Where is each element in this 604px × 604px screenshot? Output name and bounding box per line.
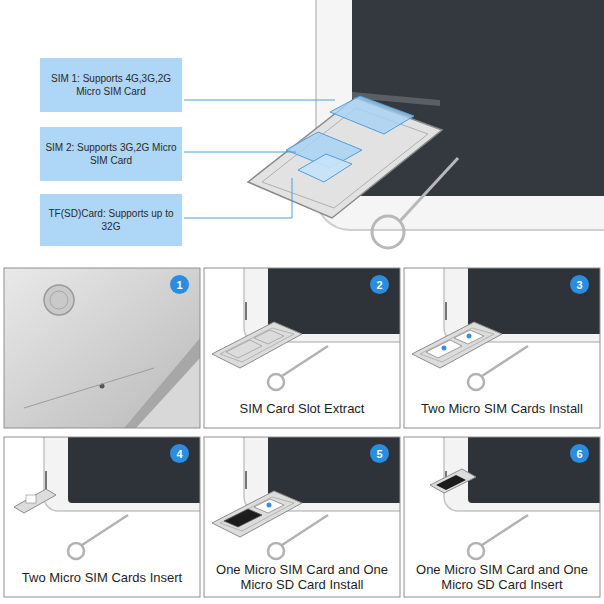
step-caption: Two Micro SIM Cards Install: [408, 392, 596, 426]
step-number: 6: [576, 448, 582, 460]
step-number: 5: [376, 448, 382, 460]
callout-box: SIM 2: Supports 3G,2G Micro SIM Card: [40, 127, 182, 181]
callout-box: SIM 1: Supports 4G,3G,2G Micro SIM Card: [40, 58, 182, 112]
step-number: 2: [376, 279, 382, 291]
step-number: 1: [176, 279, 182, 291]
step-caption: One Micro SIM Card and One Micro SD Card…: [408, 561, 596, 595]
step-number-circle: 2: [370, 275, 389, 294]
step-number-circle: 6: [570, 444, 589, 463]
callout-text: SIM 2: Supports 3G,2G Micro SIM Card: [45, 141, 177, 167]
step-number-circle: 5: [370, 444, 389, 463]
step-caption: SIM Card Slot Extract: [208, 392, 396, 426]
step-number-circle: 1: [170, 275, 189, 294]
step-number-circle: 3: [570, 275, 589, 294]
step-number: 3: [576, 279, 582, 291]
step-number-circle: 4: [170, 444, 189, 463]
step-caption: Two Micro SIM Cards Insert: [8, 561, 196, 595]
callout-box: TF(SD)Card: Supports up to 32G: [40, 194, 182, 246]
step-caption: One Micro SIM Card and One Micro SD Card…: [208, 561, 396, 595]
callout-text: TF(SD)Card: Supports up to 32G: [45, 207, 177, 233]
step-number: 4: [176, 448, 182, 460]
callout-text: SIM 1: Supports 4G,3G,2G Micro SIM Card: [45, 72, 177, 98]
